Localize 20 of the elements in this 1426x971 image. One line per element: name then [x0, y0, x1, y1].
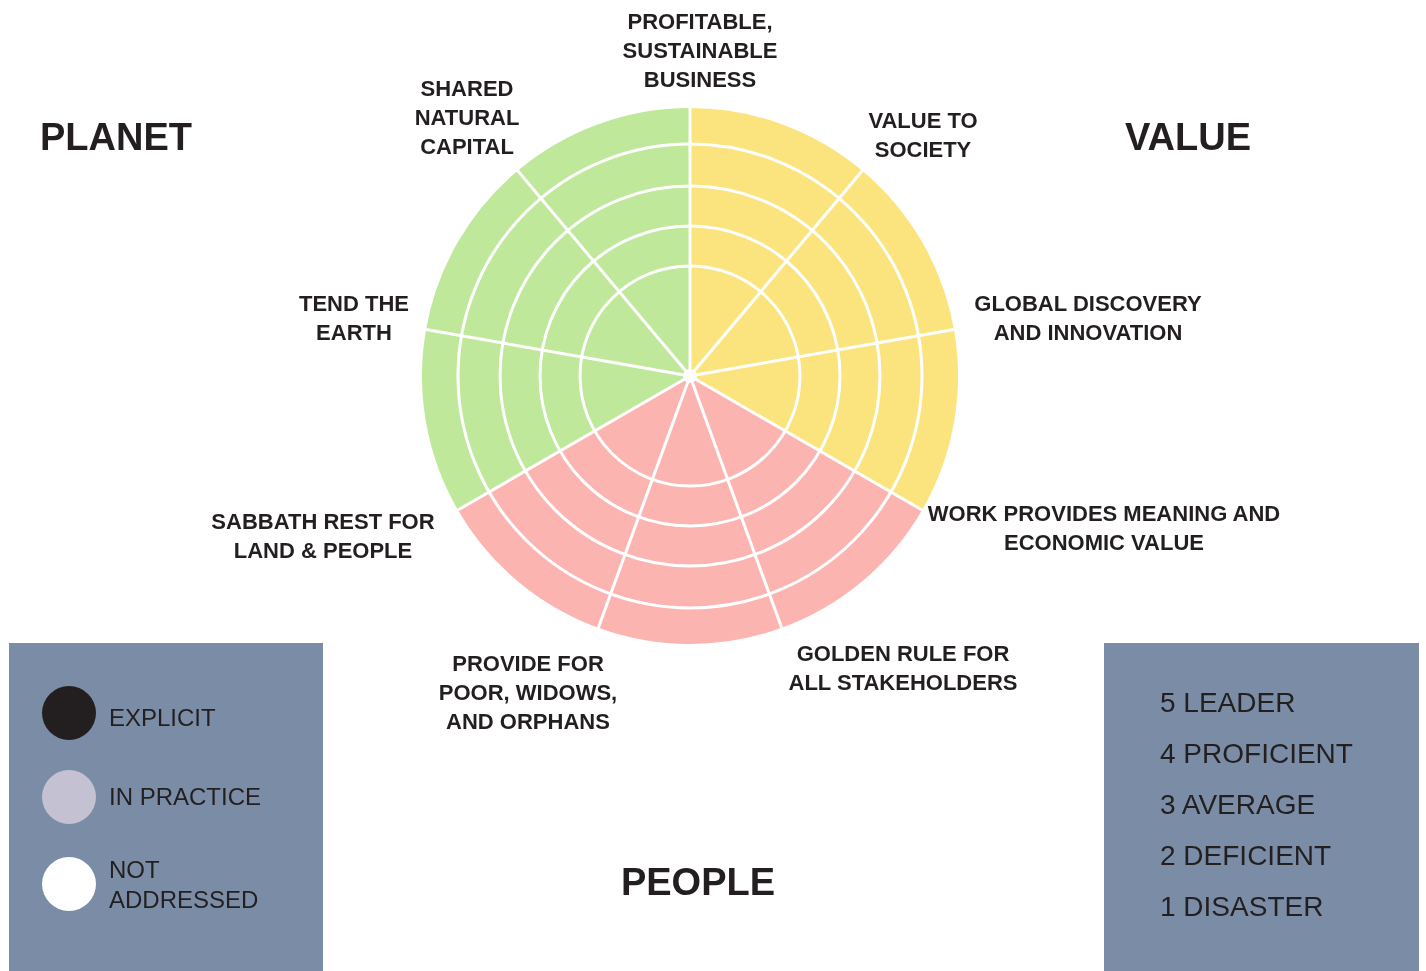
legend-label: NOT ADDRESSED [109, 855, 260, 915]
legend-label: EXPLICIT [109, 703, 217, 733]
segment-label: PROFITABLE, SUSTAINABLE BUSINESS [621, 8, 779, 94]
segment-label: SHARED NATURAL CAPITAL [413, 75, 521, 161]
level-label: 1 DISASTER [1160, 890, 1324, 924]
segment-label: VALUE TO SOCIETY [867, 107, 979, 164]
segment-label: SABBATH REST FOR LAND & PEOPLE [210, 508, 436, 565]
group-heading: PEOPLE [620, 860, 776, 904]
segment-label: PROVIDE FOR POOR, WIDOWS, AND ORPHANS [437, 650, 619, 736]
segment-label: GLOBAL DISCOVERY AND INNOVATION [973, 290, 1203, 347]
group-heading: VALUE [1125, 115, 1251, 159]
level-label: 5 LEADER [1160, 686, 1296, 720]
level-label: 3 AVERAGE [1160, 788, 1316, 822]
group-heading: PLANET [40, 115, 192, 159]
level-label: 4 PROFICIENT [1160, 737, 1353, 771]
segment-label: TEND THE EARTH [298, 290, 410, 347]
legend-label: IN PRACTICE [109, 782, 262, 812]
segment-label: WORK PROVIDES MEANING AND ECONOMIC VALUE [926, 500, 1282, 557]
level-label: 2 DEFICIENT [1160, 839, 1332, 873]
segment-label: GOLDEN RULE FOR ALL STAKEHOLDERS [787, 640, 1019, 697]
